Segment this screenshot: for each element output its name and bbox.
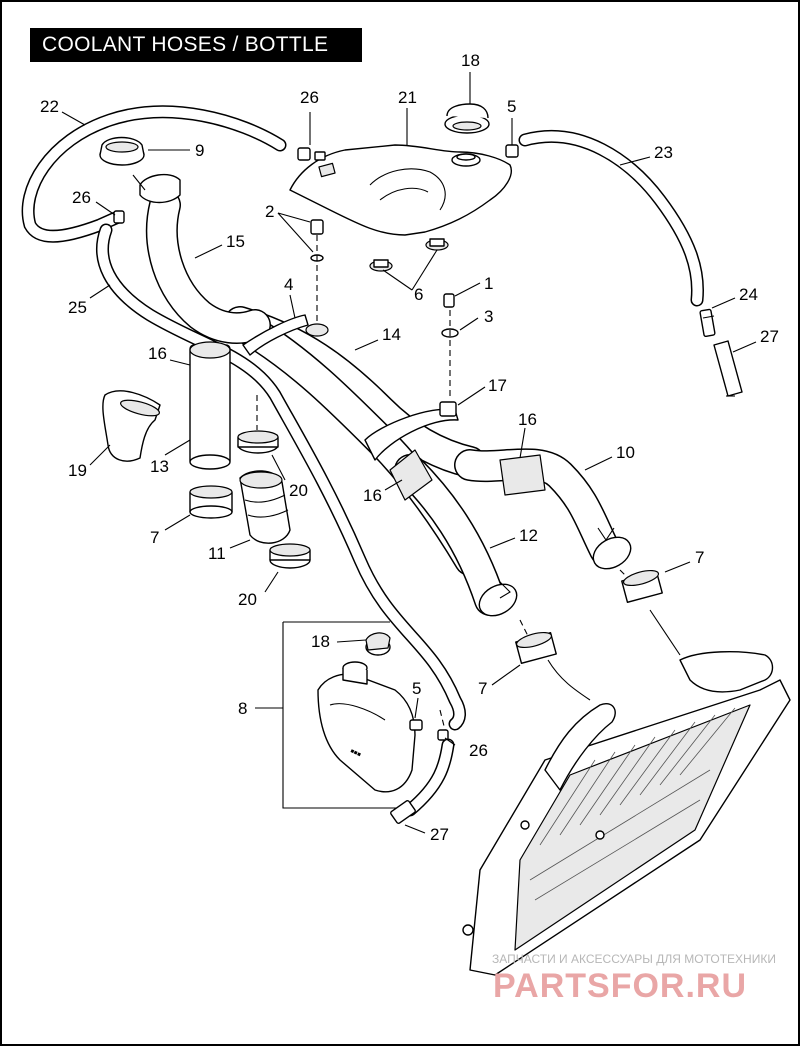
callout-16-left: 16: [148, 344, 167, 363]
hose-27-bottle: [390, 738, 455, 824]
watermark-logo: PARTSFOR.RU: [493, 967, 747, 1005]
callout-6: 6: [414, 285, 423, 304]
callout-17: 17: [488, 376, 507, 395]
callout-12: 12: [519, 526, 538, 545]
hose-15: [146, 189, 271, 344]
callout-16-right: 16: [518, 410, 537, 429]
callout-27-top: 27: [760, 327, 779, 346]
clamp-20-upper: [237, 430, 279, 454]
cap-18-bottle: [365, 632, 391, 656]
callout-20-lower: 20: [238, 590, 257, 609]
callout-26-bottle: 26: [469, 741, 488, 760]
leader-lines: [61, 72, 757, 834]
fitting-5-bottle: [409, 719, 423, 731]
callout-27-bottle: 27: [430, 825, 449, 844]
callout-25: 25: [68, 298, 87, 317]
callout-24: 24: [739, 285, 758, 304]
callout-18-bottle: 18: [311, 632, 330, 651]
diagram-title: COOLANT HOSES / BOTTLE: [30, 28, 362, 62]
sleeve-16-right: [499, 454, 546, 496]
callout-3: 3: [484, 307, 493, 326]
align-7a: [519, 619, 531, 641]
clamp-7-middle: [515, 631, 557, 664]
filler-cap-9: [99, 136, 145, 166]
screw-1: [443, 293, 455, 308]
boot-19: [102, 390, 161, 462]
hose-13: [189, 341, 231, 470]
callout-10: 10: [616, 443, 635, 462]
strap-4: [242, 314, 309, 356]
callout-4: 4: [284, 275, 293, 294]
hose-link-right: [649, 609, 681, 656]
callout-labels: 22 26 21 18 5 9 23 26 2 15 25 4 1 24 6 3…: [40, 51, 779, 844]
callout-19: 19: [68, 461, 87, 480]
coolant-bottle-8: ■■■: [317, 661, 416, 793]
callout-7-left: 7: [150, 528, 159, 547]
callout-22: 22: [40, 97, 59, 116]
bushing: [305, 323, 329, 337]
callout-7-middle: 7: [478, 679, 487, 698]
filler-neck: [132, 173, 181, 204]
grommet-6-right: [425, 238, 449, 251]
hose-22: [21, 105, 287, 243]
clip-26-top: [297, 147, 326, 161]
callout-1: 1: [484, 274, 493, 293]
clamp-20-lower: [269, 543, 311, 569]
watermark-tagline: ЗАПЧАСТИ И АКСЕССУАРЫ ДЛЯ МОТОТЕХНИКИ: [492, 952, 776, 966]
clamp-7-left: [189, 485, 233, 519]
radiator: [462, 651, 791, 976]
callout-26-top: 26: [300, 88, 319, 107]
cap-18-top: [444, 103, 490, 134]
hose-25: [96, 223, 466, 731]
hose-27-top: [713, 340, 743, 397]
callout-8: 8: [238, 699, 247, 718]
sleeve-16-middle: [389, 449, 433, 501]
bottle-box-side: [282, 622, 415, 809]
connector-24: [699, 308, 716, 338]
callout-16-middle: 16: [363, 486, 382, 505]
callout-5-top: 5: [507, 97, 516, 116]
callout-9: 9: [195, 141, 204, 160]
callout-7-right: 7: [695, 548, 704, 567]
callout-11: 11: [208, 544, 226, 563]
clip-26-bottle: [437, 729, 449, 741]
align-5: [439, 709, 446, 731]
callout-21: 21: [398, 88, 417, 107]
grommet-6-left: [369, 259, 393, 272]
clamp-7-right: [621, 569, 663, 603]
hose-23: [518, 129, 704, 307]
callout-13: 13: [150, 457, 169, 476]
hose-10: [454, 448, 632, 570]
callout-5-bottle: 5: [412, 679, 421, 698]
clamp-17: [364, 401, 459, 461]
hose-11: [239, 470, 291, 544]
callout-20-upper: 20: [289, 481, 308, 500]
callout-2: 2: [265, 202, 274, 221]
callout-23: 23: [654, 143, 673, 162]
callout-15: 15: [226, 232, 245, 251]
bottle-marking: ■■■: [349, 748, 362, 758]
hose-link-left: [547, 659, 591, 701]
fitting-5-top: [505, 144, 519, 158]
callout-14: 14: [382, 325, 401, 344]
callout-18-top: 18: [461, 51, 480, 70]
callout-26-left: 26: [72, 188, 91, 207]
surge-tank-21: [289, 144, 512, 236]
clip-26-left: [113, 210, 125, 224]
